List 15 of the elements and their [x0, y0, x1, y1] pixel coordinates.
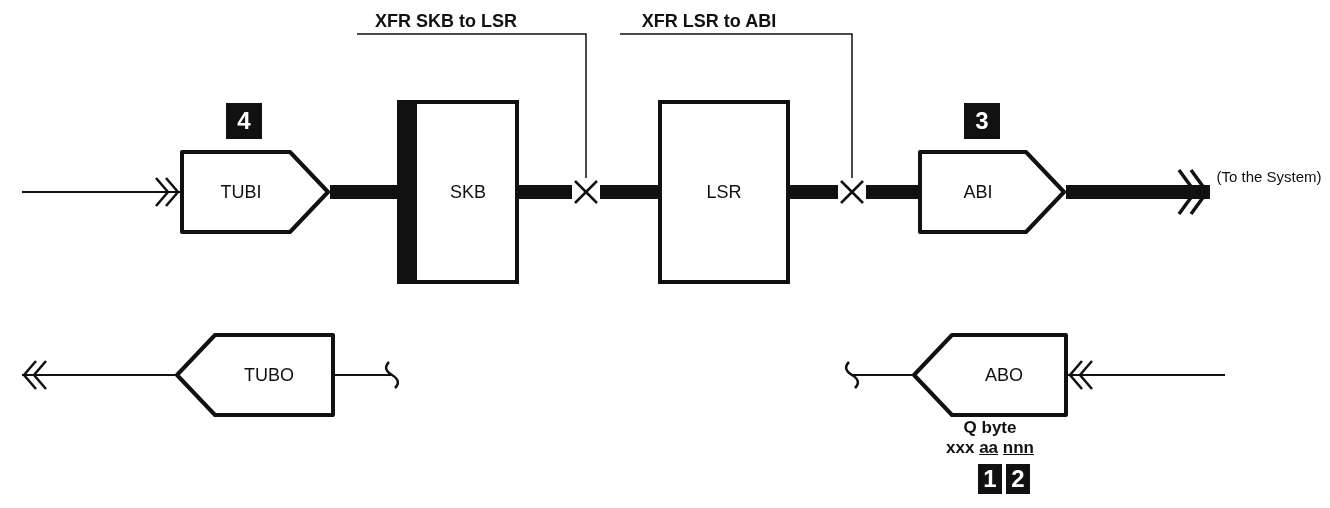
field-label: Q byte [962, 418, 1018, 438]
box-label: TUBI [220, 181, 262, 203]
gate-label-text: XFR LSR to ABI [641, 10, 777, 32]
callout-number: 2 [1006, 464, 1030, 494]
box-label: SKB [450, 181, 486, 203]
callout-number: 1 [978, 464, 1002, 494]
box-label: LSR [706, 181, 742, 203]
box-label: ABI [963, 181, 993, 203]
box-label: ABO [985, 364, 1023, 386]
box-label: TUBO [244, 364, 294, 386]
bit-field-text: xxx aa nnn [945, 438, 1035, 459]
callout-number: 3 [964, 103, 1000, 139]
gate-label-text: XFR SKB to LSR [375, 10, 517, 32]
destination-text: (To the System) [1216, 167, 1322, 185]
callout-number: 4 [226, 103, 262, 139]
